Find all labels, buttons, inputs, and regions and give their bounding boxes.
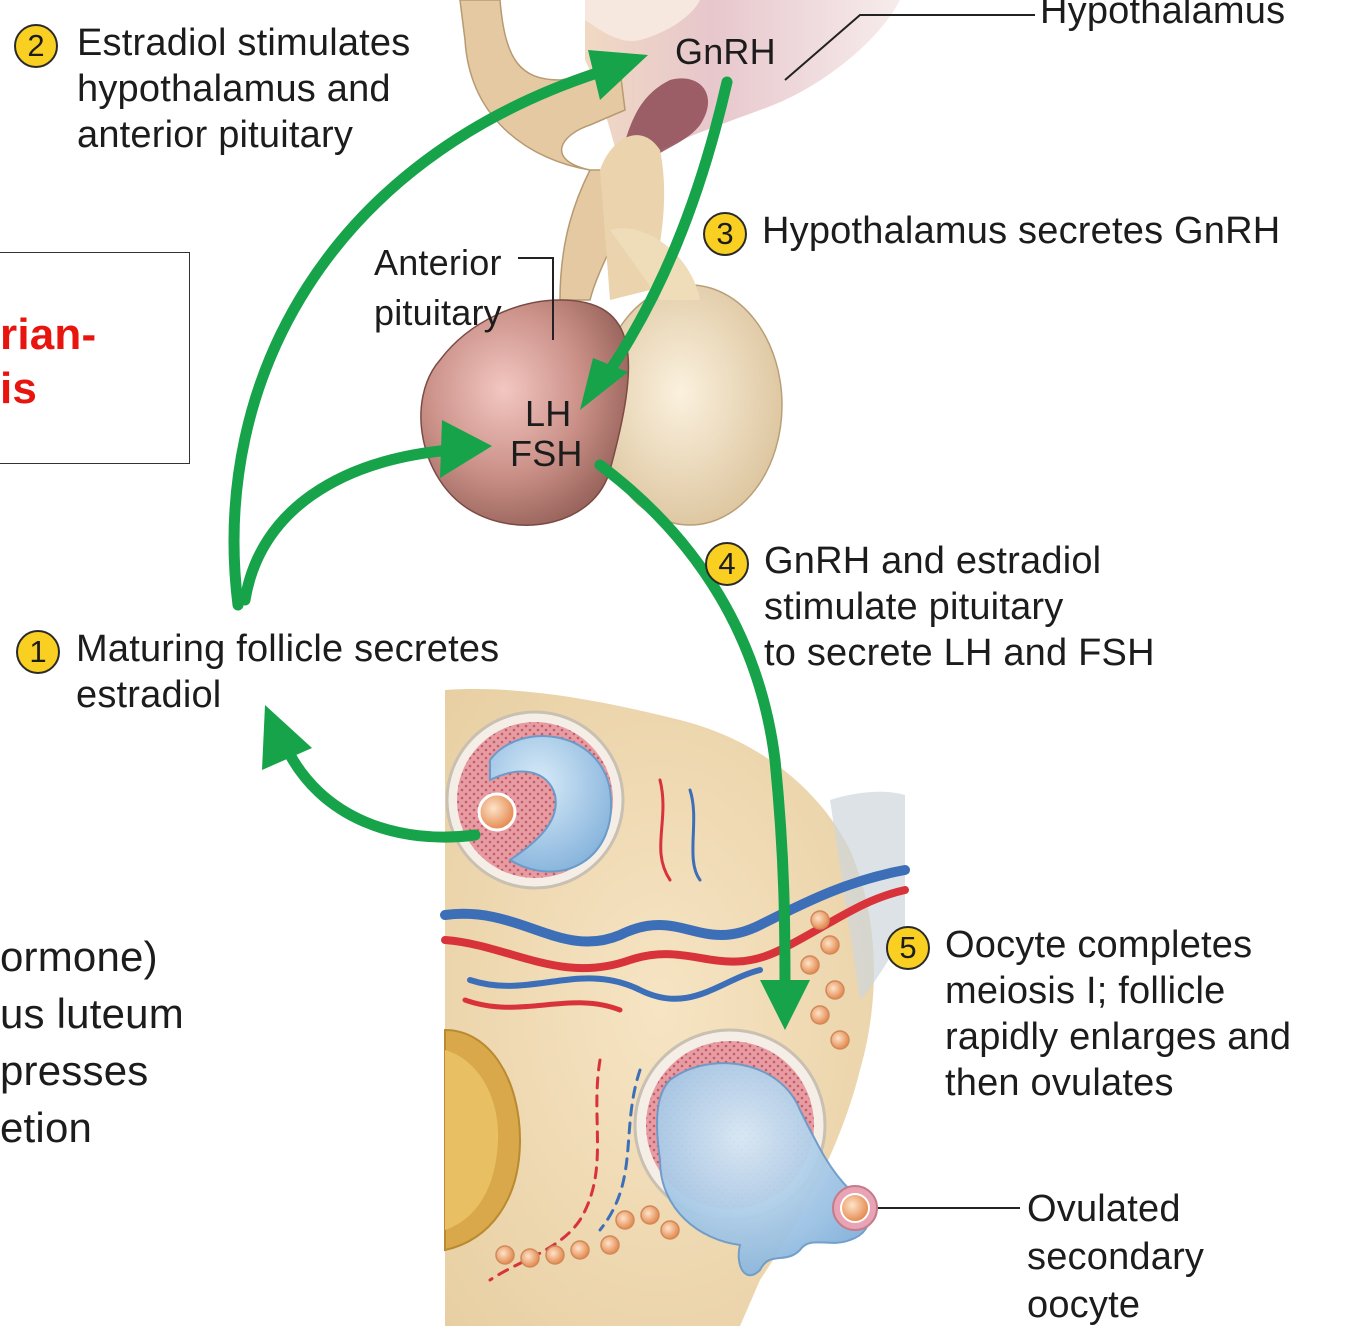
gnrh-label: GnRH	[675, 32, 776, 72]
ovary-section	[445, 689, 905, 1326]
arrow-follicle-to-pituitary	[245, 450, 450, 600]
ovulated-oocyte-label: Ovulated secondary oocyte	[1027, 1185, 1204, 1329]
fsh-label: FSH	[510, 434, 583, 474]
anterior-pituitary-label: Anterior pituitary	[374, 238, 502, 338]
cropped-left-text: ormone) us luteum presses etion	[0, 928, 184, 1156]
step-5-label: Oocyte completes meiosis I; follicle rap…	[945, 922, 1291, 1106]
hypothalamus-label: Hypothalamus	[1040, 0, 1285, 34]
maturing-follicle	[447, 712, 623, 888]
step-2-badge: 2	[14, 24, 58, 68]
step-5-badge: 5	[886, 926, 930, 970]
cropped-red-text: rian- is	[0, 308, 96, 416]
step-1-label: Maturing follicle secretes estradiol	[76, 626, 499, 718]
step-1-badge: 1	[16, 630, 60, 674]
step-3-label: Hypothalamus secretes GnRH	[762, 208, 1280, 254]
lh-label: LH	[525, 394, 571, 434]
step-3-badge: 3	[703, 212, 747, 256]
step-4-label: GnRH and estradiol stimulate pituitary t…	[764, 538, 1155, 676]
step-2-label: Estradiol stimulates hypothalamus and an…	[77, 20, 410, 158]
step-4-badge: 4	[705, 542, 749, 586]
